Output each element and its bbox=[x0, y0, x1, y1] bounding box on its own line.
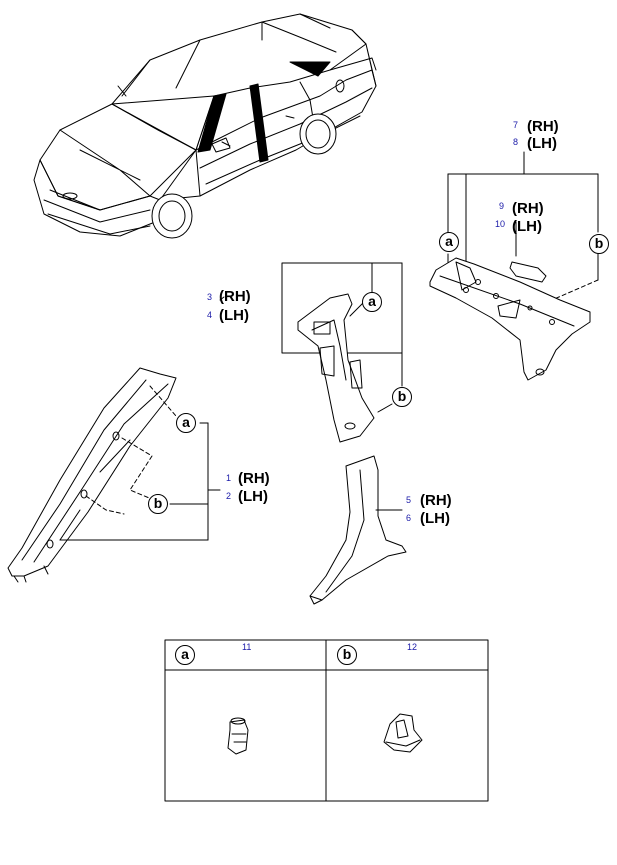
front-pillar-diagram bbox=[7, 367, 221, 583]
side-label-lh-6: (LH) bbox=[420, 510, 450, 527]
side-label-lh-8: (LH) bbox=[527, 135, 557, 152]
part-number-6: 6 bbox=[406, 513, 412, 523]
callout-b-quarter: b bbox=[589, 234, 609, 254]
part-number-5: 5 bbox=[406, 495, 412, 505]
part-number-3: 3 bbox=[207, 292, 213, 302]
side-label-lh-4: (LH) bbox=[219, 307, 249, 324]
callout-b-center-pillar: b bbox=[392, 387, 412, 407]
callout-a-quarter: a bbox=[439, 232, 459, 252]
side-label-rh-3: (RH) bbox=[219, 288, 251, 305]
side-label-rh-1: (RH) bbox=[238, 470, 270, 487]
table-callout-a: a bbox=[175, 645, 195, 665]
quarter-trim-diagram bbox=[429, 151, 599, 381]
center-pillar-upper-diagram bbox=[219, 262, 403, 443]
part-number-1: 1 bbox=[226, 473, 232, 483]
side-label-rh-7: (RH) bbox=[527, 118, 559, 135]
part-number-9: 9 bbox=[499, 201, 505, 211]
table-part-number-12: 12 bbox=[407, 642, 418, 652]
part-number-10: 10 bbox=[495, 219, 506, 229]
clip-table bbox=[164, 639, 489, 802]
callout-b-front-pillar: b bbox=[148, 494, 168, 514]
side-label-lh-2: (LH) bbox=[238, 488, 268, 505]
side-label-lh-10: (LH) bbox=[512, 218, 542, 235]
side-label-rh-5: (RH) bbox=[420, 492, 452, 509]
car-illustration bbox=[33, 13, 377, 239]
side-label-rh-9: (RH) bbox=[512, 200, 544, 217]
part-number-8: 8 bbox=[513, 137, 519, 147]
table-callout-b: b bbox=[337, 645, 357, 665]
center-pillar-lower-diagram bbox=[309, 455, 407, 605]
callout-a-front-pillar: a bbox=[176, 413, 196, 433]
table-part-number-11: 11 bbox=[242, 642, 252, 652]
callout-a-center-pillar: a bbox=[362, 292, 382, 312]
part-number-2: 2 bbox=[226, 491, 232, 501]
part-number-4: 4 bbox=[207, 310, 213, 320]
part-number-7: 7 bbox=[513, 120, 519, 130]
